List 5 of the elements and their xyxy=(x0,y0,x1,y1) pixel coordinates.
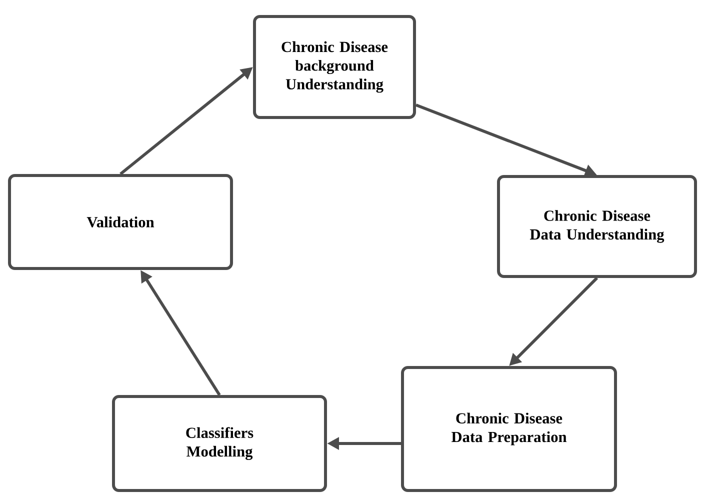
process-box: Chronic Disease Data Preparation xyxy=(401,366,617,492)
process-box: Validation xyxy=(8,174,233,270)
process-box: Chronic Disease Data Understanding xyxy=(497,175,697,278)
process-box: Classifiers Modelling xyxy=(112,395,327,492)
process-box: Chronic Disease background Understanding xyxy=(253,15,416,119)
